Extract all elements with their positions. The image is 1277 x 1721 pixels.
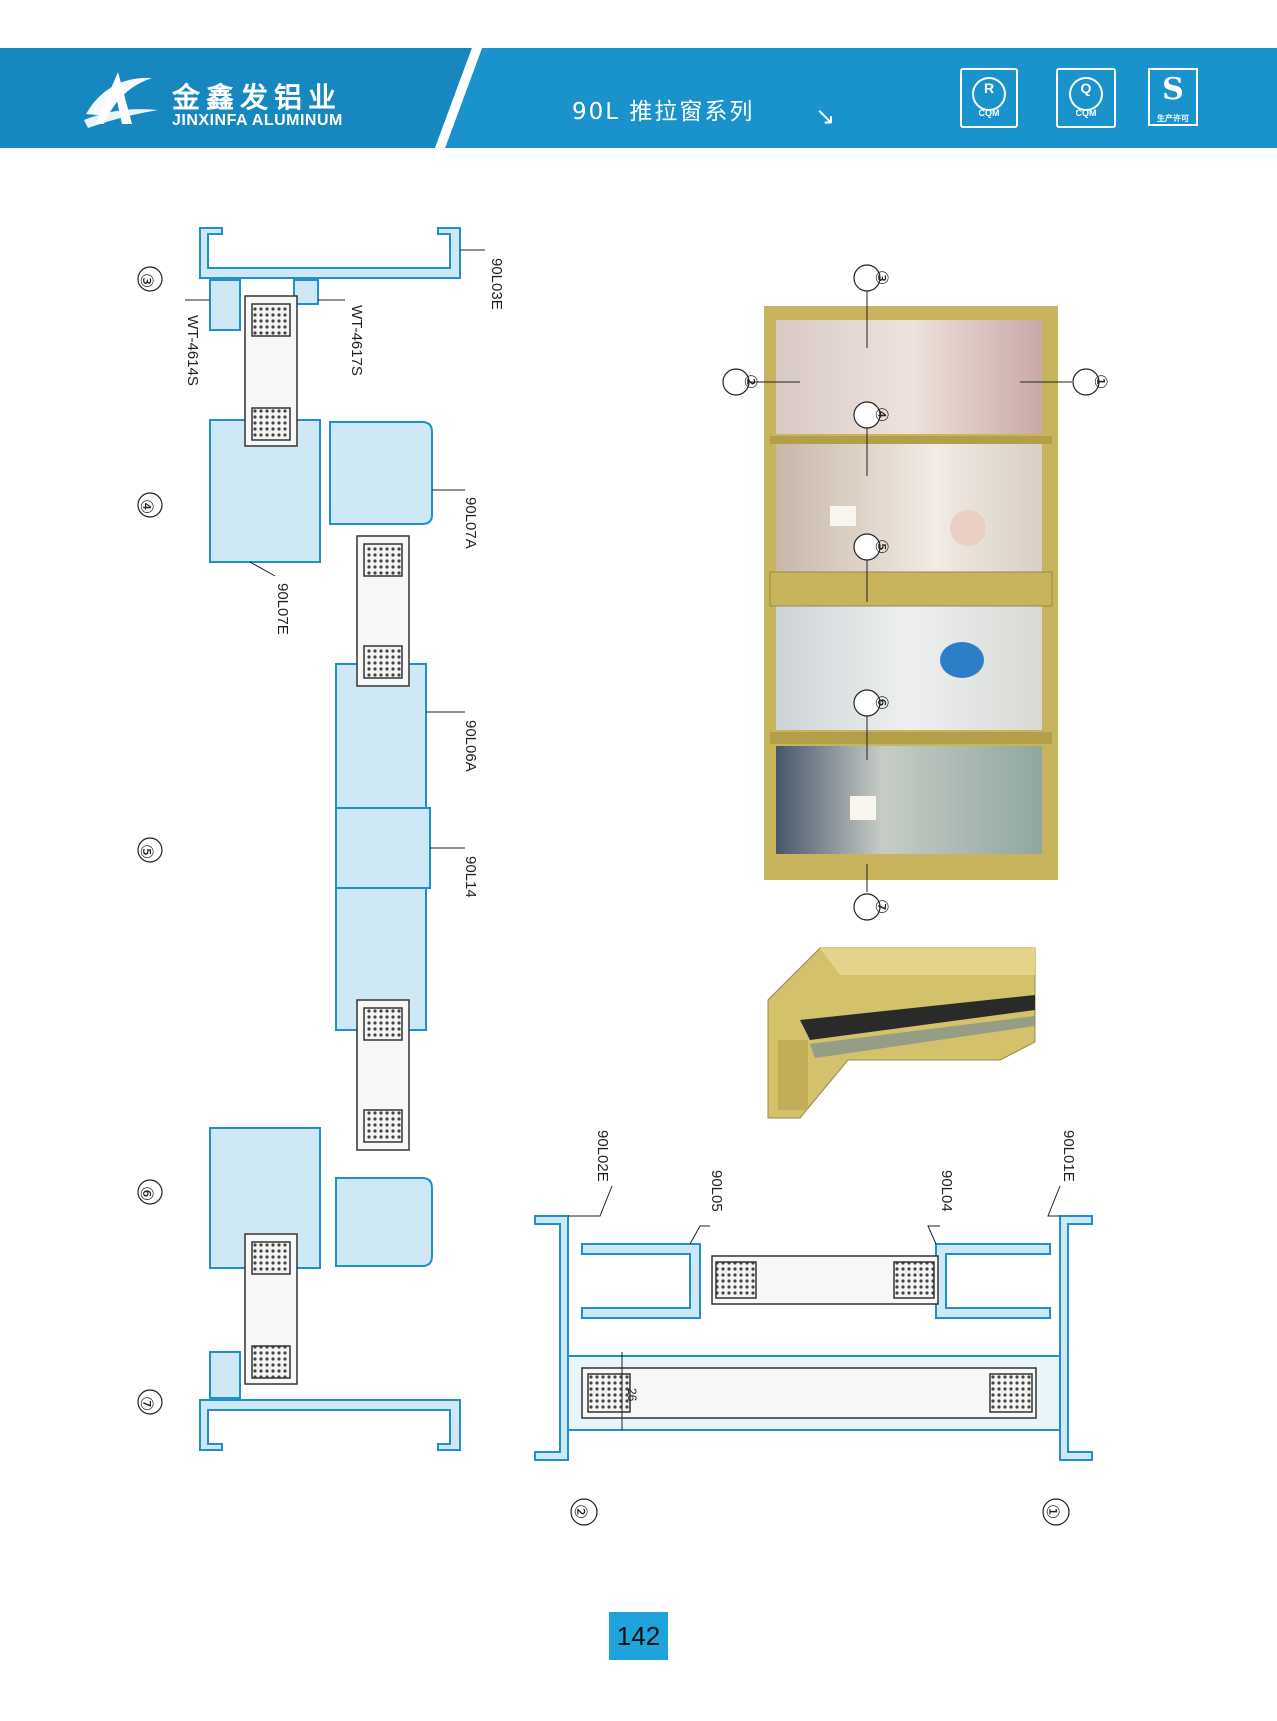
badge-q-letter: Q bbox=[1080, 80, 1092, 96]
badge-s-text: 生产许可 bbox=[1157, 114, 1189, 123]
bottom-marker-2: ② bbox=[571, 1504, 590, 1519]
label-90L14: 90L14 bbox=[462, 856, 479, 898]
window-marker-7: ⑦ bbox=[872, 899, 891, 914]
bottom-leader-lines bbox=[568, 1185, 1061, 1430]
window-section-markers bbox=[722, 264, 1100, 921]
brand-name-chinese: 金鑫发铝业 bbox=[172, 81, 343, 114]
left-glass-units bbox=[244, 295, 410, 1385]
left-marker-6: ⑥ bbox=[137, 1186, 156, 1201]
window-marker-4: ④ bbox=[872, 407, 891, 422]
label-WT-4614S: WT-4614S bbox=[184, 315, 201, 386]
window-leader-lines bbox=[750, 291, 1072, 892]
page-number: 142 bbox=[616, 1621, 661, 1651]
badge-r-letter: R bbox=[983, 80, 995, 96]
label-90L07E: 90L07E bbox=[274, 583, 291, 635]
brand-name-english: JINXINFA ALUMINUM bbox=[172, 112, 343, 129]
series-title: 90L 推拉窗系列 bbox=[572, 99, 755, 125]
label-90L05: 90L05 bbox=[708, 1170, 725, 1212]
badge-s-letter: S bbox=[1162, 72, 1184, 107]
window-marker-3: ③ bbox=[872, 270, 891, 285]
window-elevation-photo bbox=[764, 306, 1058, 880]
label-90L06A: 90L06A bbox=[462, 720, 479, 772]
label-90L02E: 90L02E bbox=[594, 1130, 611, 1182]
profile-3d-render bbox=[767, 947, 1036, 1119]
window-marker-6: ⑥ bbox=[872, 695, 891, 710]
window-marker-1: ① bbox=[1091, 374, 1110, 389]
label-WT-4617S: WT-4617S bbox=[348, 305, 365, 376]
arrow-down-right-icon: ↘ bbox=[815, 102, 836, 130]
left-section-profiles bbox=[199, 227, 461, 1451]
left-marker-5: ⑤ bbox=[137, 844, 156, 859]
left-marker-3: ③ bbox=[137, 273, 156, 288]
label-90L07A: 90L07A bbox=[462, 497, 479, 549]
window-marker-5: ⑤ bbox=[872, 539, 891, 554]
page-number-box bbox=[609, 1612, 668, 1660]
bottom-glass-units bbox=[581, 1255, 1037, 1419]
glass-dimension-label: 26 bbox=[625, 1388, 639, 1402]
cqm-r-badge-icon: R CQM bbox=[960, 68, 1018, 128]
label-90L03E: 90L03E bbox=[488, 258, 505, 310]
left-section-markers bbox=[137, 266, 163, 1415]
label-90L04: 90L04 bbox=[938, 1170, 955, 1212]
bottom-marker-1: ① bbox=[1043, 1504, 1062, 1519]
window-marker-2: ② bbox=[741, 374, 760, 389]
cqm-q-badge-icon: Q CQM bbox=[1056, 68, 1116, 128]
bottom-section-markers bbox=[570, 1498, 1070, 1526]
badge-r-text: CQM bbox=[978, 108, 1000, 118]
left-marker-7: ⑦ bbox=[137, 1396, 156, 1411]
bottom-section-profiles bbox=[534, 1215, 1093, 1461]
company-logo-icon bbox=[84, 72, 158, 128]
label-90L01E: 90L01E bbox=[1060, 1130, 1077, 1182]
left-leader-lines bbox=[185, 249, 485, 849]
left-marker-4: ④ bbox=[137, 499, 156, 514]
qs-badge-icon: S 生产许可 bbox=[1148, 68, 1198, 128]
badge-q-text: CQM bbox=[1075, 108, 1097, 118]
